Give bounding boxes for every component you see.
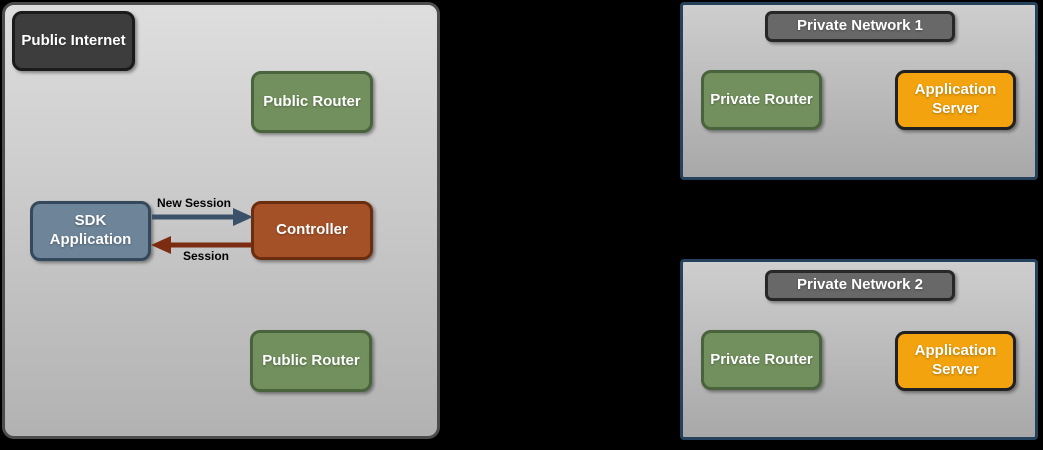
- node-application-server-2: Application Server: [895, 331, 1016, 391]
- private-network-1-zone: Private Network 1 Private Router Applica…: [680, 2, 1038, 180]
- node-private-router-1: Private Router: [701, 70, 822, 130]
- private-network-1-title: Private Network 1: [765, 11, 955, 42]
- node-public-router-bottom: Public Router: [250, 330, 372, 392]
- node-controller: Controller: [251, 201, 373, 260]
- new-session-arrow-label: New Session: [156, 196, 232, 210]
- session-arrow-label: Session: [182, 249, 230, 263]
- public-internet-zone: Public Internet Public Router SDK Applic…: [2, 2, 440, 439]
- node-application-server-1: Application Server: [895, 70, 1016, 130]
- public-internet-label: Public Internet: [12, 11, 135, 71]
- private-network-2-zone: Private Network 2 Private Router Applica…: [680, 259, 1038, 440]
- private-network-2-title: Private Network 2: [765, 270, 955, 301]
- node-sdk-application: SDK Application: [30, 201, 151, 261]
- node-public-router-top: Public Router: [251, 71, 373, 133]
- node-private-router-2: Private Router: [701, 330, 822, 390]
